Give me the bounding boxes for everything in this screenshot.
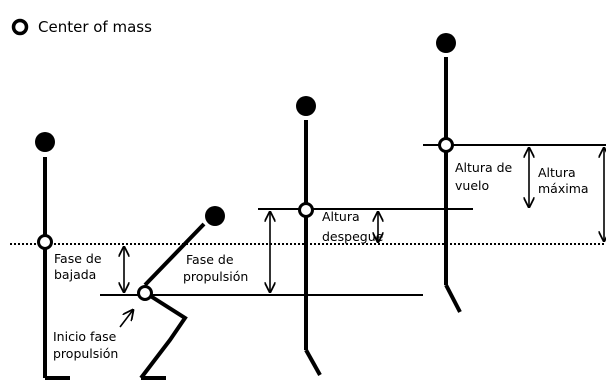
altura-despegue-label-line2: despegue — [322, 229, 384, 244]
fase-bajada-label-line2: bajada — [54, 267, 96, 282]
head — [436, 33, 456, 53]
inicio-propulsion-pointer — [119, 310, 133, 328]
altura-maxima-label-line2: máxima — [538, 181, 589, 196]
center-of-mass-legend-icon — [11, 18, 29, 36]
altura-vuelo-label-line1: Altura de — [455, 160, 513, 175]
altura-vuelo-label-line2: vuelo — [455, 178, 489, 193]
legs — [139, 288, 188, 380]
legend-label: Center of mass — [38, 18, 152, 36]
head — [35, 132, 55, 152]
altura-despegue-label-line1: Altura — [322, 209, 360, 224]
fase-propulsion-label-line1: Fase de — [186, 252, 234, 267]
center-of-mass-marker — [37, 234, 53, 250]
legend: Center of mass — [11, 18, 152, 36]
inicio-propulsion-label-line2: propulsión — [53, 346, 118, 361]
figure-flight — [436, 33, 462, 313]
foot — [304, 349, 322, 376]
figure-takeoff — [296, 96, 322, 376]
figure-standing — [35, 132, 70, 380]
center-of-mass-marker — [298, 202, 314, 218]
head — [296, 96, 316, 116]
head — [205, 206, 225, 226]
center-of-mass-marker — [438, 137, 454, 153]
altura-maxima-label-line1: Altura — [538, 165, 576, 180]
torso — [143, 222, 206, 287]
fase-bajada-label-line1: Fase de — [54, 251, 102, 266]
center-of-mass-marker — [137, 285, 153, 301]
inicio-propulsion-label-line1: Inicio fase — [53, 329, 117, 344]
figure-crouched — [137, 206, 225, 380]
foot — [444, 284, 462, 313]
fase-propulsion-label-line2: propulsión — [183, 269, 248, 284]
